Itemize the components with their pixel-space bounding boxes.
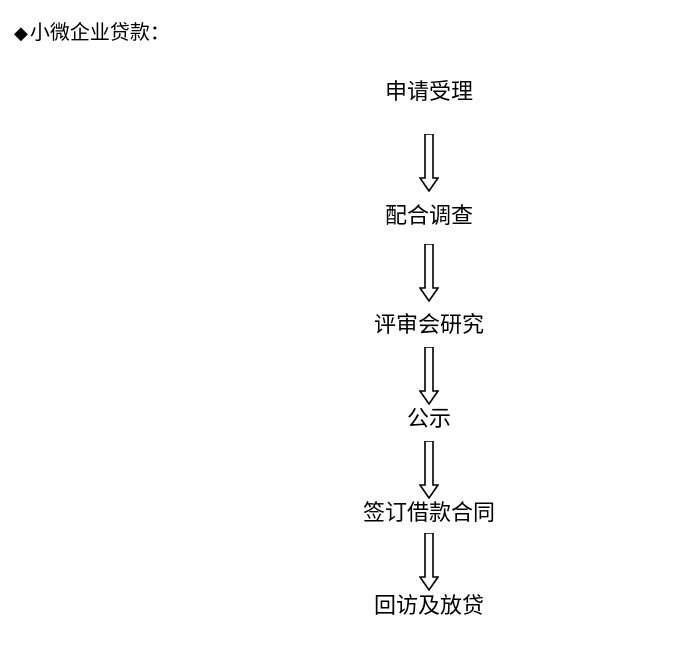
flow-step-1: 申请受理 <box>384 80 473 105</box>
section-heading-text: 小微企业贷款： <box>29 20 170 44</box>
flow-step-3: 评审会研究 <box>373 313 484 338</box>
section-heading: ◆小微企业贷款： <box>14 18 170 48</box>
down-arrow-icon <box>419 244 439 302</box>
down-arrow-icon <box>419 134 439 192</box>
down-arrow-icon <box>419 347 439 405</box>
flow-step-4: 公示 <box>406 407 451 432</box>
flow-step-6: 回访及放贷 <box>373 594 484 619</box>
flow-step-2: 配合调查 <box>384 204 473 229</box>
flow-step-5: 签订借款合同 <box>362 501 495 526</box>
down-arrow-icon <box>419 533 439 591</box>
down-arrow-icon <box>419 441 439 499</box>
diamond-bullet-icon: ◆ <box>14 23 28 44</box>
